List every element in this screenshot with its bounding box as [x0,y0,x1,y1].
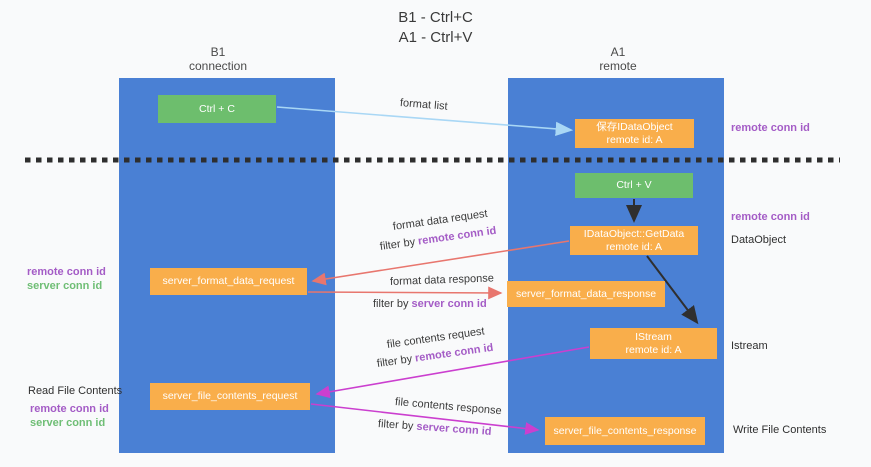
node-format-request-label: server_format_data_request [162,275,295,287]
node-istream-line2: remote id: A [625,343,682,356]
node-ctrl-v-label: Ctrl + V [616,179,652,191]
node-save-idataobject-line1: 保存IDataObject [596,120,673,133]
filter-by-text: filter by [373,298,412,310]
lane-a1-subtitle: remote [599,59,637,73]
node-ctrl-c: Ctrl + C [158,95,276,123]
lane-b1-subtitle: connection [188,59,248,73]
title-line-1: B1 - Ctrl+C [398,9,473,26]
caption-filter-format-response: filter by server conn id [373,298,487,310]
node-format-response-label: server_format_data_response [515,287,657,300]
node-getdata-line2: remote id: A [605,240,663,253]
node-server-format-data-request: server_format_data_request [150,268,307,295]
node-server-format-data-response: server_format_data_response [507,281,665,307]
caption-format-data-response: format data response [389,272,495,288]
server-conn-id-text: server conn id [416,420,492,438]
node-file-response-label: server_file_contents_response [553,424,697,437]
label-istream: Istream [731,340,768,352]
node-istream-line1: IStream [635,330,672,343]
node-server-file-contents-request: server_file_contents_request [150,383,310,410]
format-data-response-arrow [307,286,503,300]
node-istream: IStream remote id: A [590,328,717,359]
label-server-conn-id-left-bottom: server conn id [30,417,106,429]
node-server-file-contents-response: server_file_contents_response [545,417,705,445]
lane-b1-name: B1 [210,45,226,59]
label-dataobject: DataObject [731,234,787,246]
lane-header-a1: A1 remote [558,45,678,73]
filter-by-text: filter by [379,235,419,253]
remote-conn-id-text: remote conn id [417,224,498,248]
node-ctrl-c-label: Ctrl + C [199,102,235,115]
caption-format-list: format list [399,97,449,113]
label-read-file-contents: Read File Contents [28,385,123,397]
node-ctrl-v: Ctrl + V [575,173,693,198]
title-line-2: A1 - Ctrl+V [398,29,473,46]
label-remote-conn-id-left-top: remote conn id [27,266,106,278]
server-conn-id-text: server conn id [411,298,487,310]
label-write-file-contents: Write File Contents [733,424,827,436]
node-save-idataobject: 保存IDataObject remote id: A [575,119,694,148]
node-getdata-line1: IDataObject::GetData [583,227,685,240]
node-idataobject-getdata: IDataObject::GetData remote id: A [570,226,698,255]
lane-a1-name: A1 [610,45,626,59]
filter-by-text: filter by [376,352,416,370]
lane-header-b1: B1 connection [158,45,278,73]
node-save-idataobject-line2: remote id: A [606,133,663,146]
label-remote-conn-id-right-top: remote conn id [731,122,810,134]
caption-filter-file-response: filter by server conn id [378,418,492,438]
filter-by-text: filter by [377,418,417,433]
label-remote-conn-id-left-bottom: remote conn id [30,403,109,415]
node-file-request-label: server_file_contents_request [162,390,298,402]
label-server-conn-id-left-top: server conn id [27,280,103,292]
page-title: B1 - Ctrl+C A1 - Ctrl+V [0,8,871,48]
label-remote-conn-id-right-mid: remote conn id [731,211,810,223]
caption-file-contents-response: file contents response [394,396,503,418]
